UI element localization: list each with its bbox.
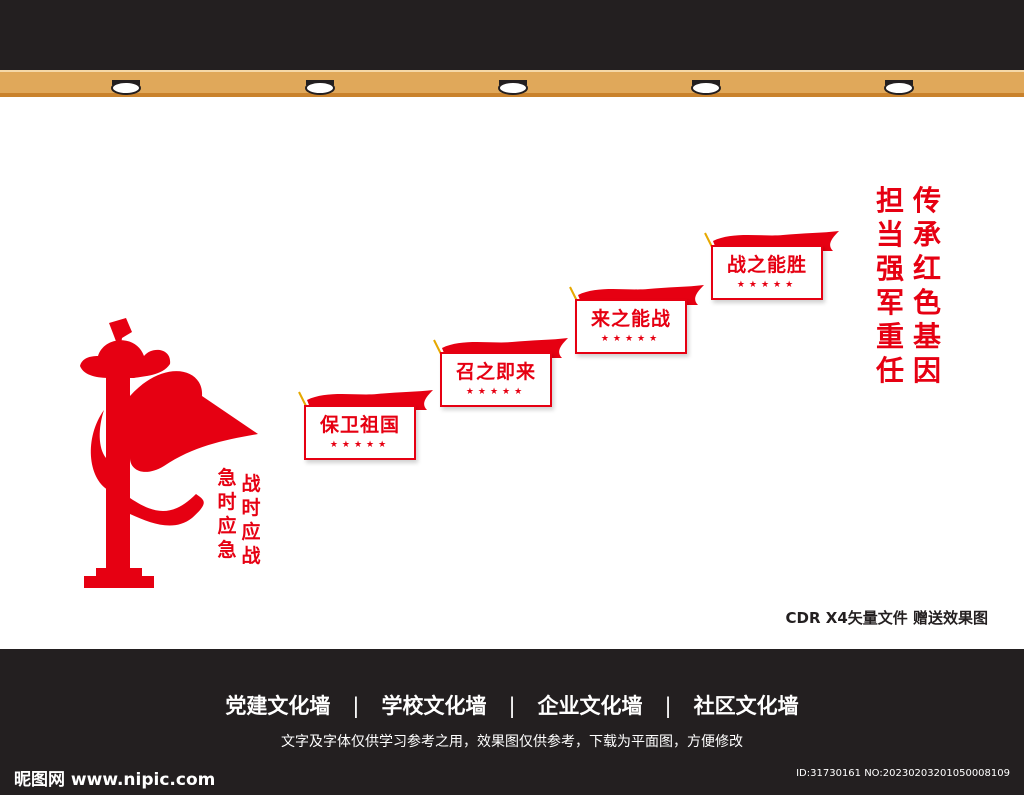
disclaimer-text: 文字及字体仅供学习参考之用，效果图仅供参考，下载为平面图，方便修改 <box>281 734 743 750</box>
star-row-icon: ★★★★★ <box>465 387 527 397</box>
step-label-1: 保卫祖国 <box>319 414 400 436</box>
separator: | <box>352 694 360 718</box>
category-party-building: 党建文化墙 <box>225 694 331 718</box>
site-brand: 昵图网 www.nipic.com <box>14 770 216 790</box>
star-row-icon: ★★★★★ <box>736 280 798 290</box>
separator: | <box>508 694 516 718</box>
category-list: 党建文化墙 | 学校文化墙 | 企业文化墙 | 社区文化墙 <box>0 690 1024 720</box>
spotlight-icon <box>691 80 721 95</box>
spotlight-icon <box>111 80 141 95</box>
top-dark-band <box>0 0 1024 70</box>
file-format-note: CDR X4矢量文件 赠送效果图 <box>785 609 988 627</box>
separator: | <box>664 694 672 718</box>
step-label-2: 召之即来 <box>455 361 536 383</box>
step-label-3: 来之能战 <box>590 308 671 330</box>
spotlight-icon <box>305 80 335 95</box>
category-community: 社区文化墙 <box>693 694 799 718</box>
step-sign-3: 来之能战 ★★★★★ <box>575 299 687 354</box>
slogan-zhanshi-yingzhan: 战时应战 <box>241 473 261 567</box>
step-label-4: 战之能胜 <box>726 254 807 276</box>
star-row-icon: ★★★★★ <box>600 334 662 344</box>
bottom-dark-band <box>0 649 1024 795</box>
slogan-jishi-yingji: 急时应急 <box>217 467 237 561</box>
slogan-dandang-qiangjun-zhongren: 担当强军重任 <box>875 184 904 387</box>
slogan-chuancheng-hongse-jiyin: 传承红色基因 <box>912 184 941 387</box>
step-sign-2: 召之即来 ★★★★★ <box>440 352 552 407</box>
image-id: ID:31730161 NO:20230203201050008109 <box>796 768 1010 779</box>
step-sign-1: 保卫祖国 ★★★★★ <box>304 405 416 460</box>
category-school: 学校文化墙 <box>381 694 487 718</box>
category-enterprise: 企业文化墙 <box>537 694 643 718</box>
star-row-icon: ★★★★★ <box>329 440 391 450</box>
spotlight-icon <box>498 80 528 95</box>
step-sign-4: 战之能胜 ★★★★★ <box>711 245 823 300</box>
spotlight-icon <box>884 80 914 95</box>
huabiao-pillar-icon <box>80 318 258 588</box>
